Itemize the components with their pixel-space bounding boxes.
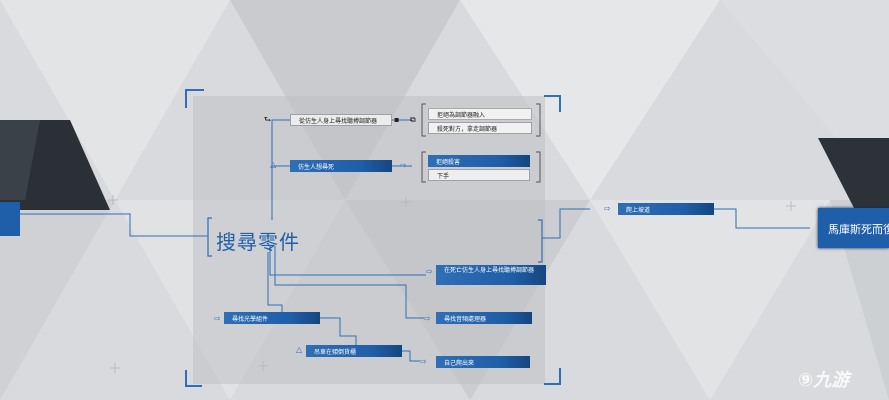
outcome-label: 馬庫斯死而復 [828, 223, 889, 236]
node-crane-container[interactable]: 吊車在傾倒貨櫃 [306, 345, 402, 357]
node-android-wants-die[interactable]: 仿生人想尋死 [290, 160, 392, 172]
dot-icon: ▪ [394, 115, 400, 124]
node-optical-component[interactable]: 尋找光學組件 [224, 312, 320, 324]
copy-icon: ⧉ [410, 115, 416, 124]
arrow-right-icon: ⇨ [214, 314, 221, 323]
node-climb-ramp[interactable]: 爬上坡道 [618, 203, 714, 215]
watermark-text: 九游 [813, 370, 850, 391]
triangle-icon: △ [296, 345, 303, 354]
option-do-it[interactable]: 下手 [428, 169, 530, 181]
arrow-right-icon: ⇨ [424, 314, 431, 323]
option-refuse-regulator[interactable]: 拒絕為調節器融入 [428, 108, 532, 120]
watermark-icon: ⑨ [798, 370, 814, 391]
triangle-icon: △ [270, 160, 277, 169]
main-title: 搜尋零件 [216, 230, 300, 254]
outcome-card[interactable]: 馬庫斯死而復 [818, 208, 889, 248]
arrow-right-icon: ⇨ [400, 161, 407, 170]
node-search-dead-android[interactable]: 在死亡仿生人身上尋找聽搏調節器 [436, 265, 546, 285]
watermark-logo: ⑨九游 [798, 366, 849, 392]
node-climb-out[interactable]: 自己爬出來 [436, 356, 530, 368]
arrow-return-icon: ⮑ [264, 115, 272, 124]
left-chapter-tab[interactable] [0, 202, 20, 236]
node-audio-processor[interactable]: 尋找音頻處理器 [436, 312, 532, 324]
option-kill-take[interactable]: 殺死對方，拿走調節器 [428, 122, 532, 134]
node-find-regulator[interactable]: 從仿生人身上尋找聽搏調節器 [290, 114, 392, 126]
arrow-right-icon: ⇨ [420, 357, 427, 366]
arrow-right-icon: ⇨ [604, 204, 611, 213]
arrow-right-icon: ⇨ [426, 267, 433, 276]
option-refuse-kill[interactable]: 拒絕殺害 [428, 155, 530, 167]
